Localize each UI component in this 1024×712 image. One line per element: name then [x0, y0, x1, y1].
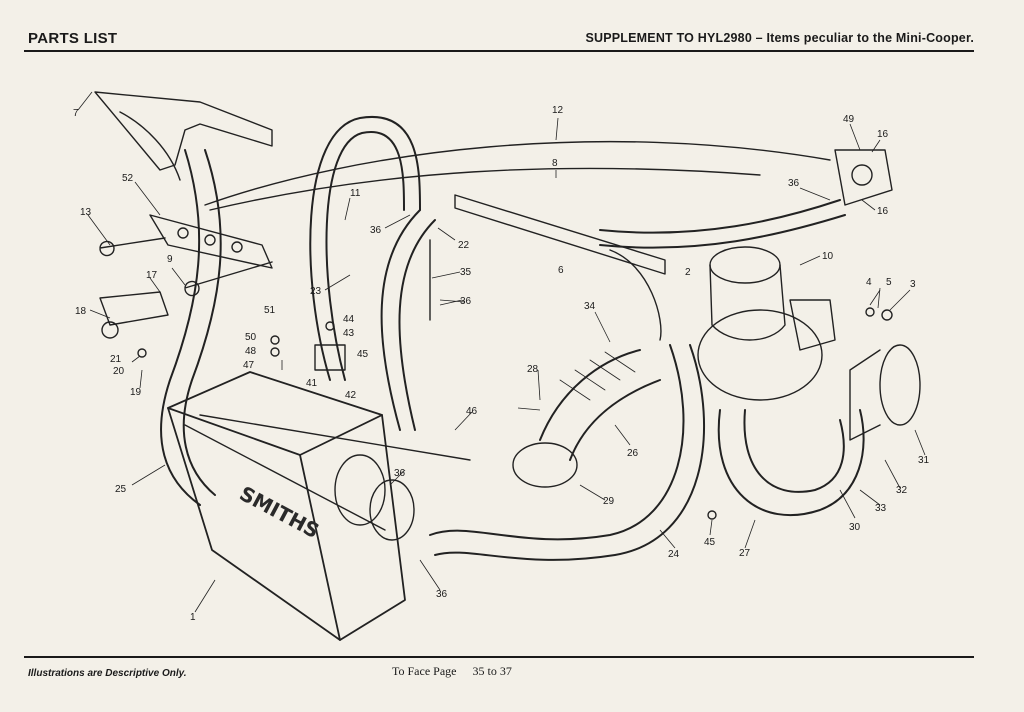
- illustration-disclaimer: Illustrations are Descriptive Only.: [28, 668, 187, 679]
- callout-24: 24: [668, 549, 680, 560]
- callout-42: 43: [343, 328, 355, 339]
- callout-19: 19: [130, 387, 142, 398]
- pipe-36: [599, 199, 841, 234]
- callout-35: 35: [460, 267, 472, 278]
- callout-43: 44: [343, 314, 355, 325]
- callout-36-right: 36: [788, 178, 800, 189]
- callout-25: 25: [115, 484, 127, 495]
- callout-27: 27: [739, 548, 751, 559]
- hose-24: [429, 344, 685, 541]
- hose-25: [160, 149, 201, 506]
- callout-31: 31: [918, 455, 930, 466]
- callout-12: 12: [552, 105, 564, 116]
- control-knob-9: [184, 261, 273, 297]
- callout-47: 49: [843, 114, 855, 125]
- callout-4: 4: [866, 277, 872, 288]
- header-rule: [24, 50, 974, 52]
- supplement-title: SUPPLEMENT TO HYL2980 – Items peculiar t…: [585, 31, 974, 45]
- water-valve-47: [834, 149, 893, 206]
- callout-23: 23: [310, 286, 322, 297]
- callout-26: 26: [627, 448, 639, 459]
- callout-16: 16: [877, 206, 889, 217]
- callout-46: 46: [466, 406, 478, 417]
- callout-11: 11: [350, 188, 361, 199]
- face-page-reference: To Face Page 35 to 37: [392, 664, 512, 679]
- air-outlet-31: [879, 344, 921, 426]
- callout-49: 51: [264, 305, 276, 316]
- valve-assembly-17: [99, 291, 169, 326]
- callout-18: 18: [75, 306, 87, 317]
- callout-50: 50: [245, 332, 257, 343]
- callout-21: 21: [110, 354, 122, 365]
- callout-44: 45: [357, 349, 369, 360]
- footer-rule: [24, 656, 974, 658]
- callout-45: 45: [704, 537, 716, 548]
- callout-5: 5: [886, 277, 892, 288]
- control-lever-6: [454, 194, 666, 275]
- callout-13: 13: [80, 207, 92, 218]
- callout-36-lower: 36: [436, 589, 448, 600]
- callout-9: 9: [167, 254, 173, 265]
- callout-48: 47: [243, 360, 255, 371]
- pipe-loop-23: [309, 115, 421, 381]
- callout-40: 41: [306, 378, 318, 389]
- face-page-label: To Face Page: [392, 664, 457, 678]
- mounting-plate-52: [149, 214, 273, 269]
- callout-29: 29: [603, 496, 615, 507]
- callout-16-top: 16: [877, 129, 889, 140]
- callout-28: 28: [527, 364, 539, 375]
- callout-17: 17: [146, 270, 158, 281]
- callout-33: 33: [875, 503, 887, 514]
- hose-collar-29: [512, 442, 578, 488]
- blower-bracket-10: [789, 299, 836, 351]
- control-lever-bracket: [94, 91, 273, 171]
- callout-36-upper: 36: [370, 225, 382, 236]
- callout-1: 1: [190, 612, 196, 623]
- control-knob-13: [99, 237, 166, 257]
- page-title: PARTS LIST: [28, 30, 118, 47]
- callout-8: 8: [552, 158, 558, 169]
- heater-outlet: [334, 454, 386, 526]
- callout-32: 32: [896, 485, 908, 496]
- callout-30: 30: [849, 522, 861, 533]
- elbow-hose-27: [717, 409, 865, 516]
- callout-20: 20: [113, 366, 125, 377]
- callout-10: 10: [822, 251, 834, 262]
- callout-41: 42: [345, 390, 357, 401]
- heater-unit-1: [167, 371, 383, 456]
- blower-motor-2: [709, 246, 781, 284]
- face-page-range: 35 to 37: [472, 664, 512, 678]
- callout-7: 7: [73, 108, 79, 119]
- callout-3: 3: [910, 279, 916, 290]
- flexible-hose-34: [539, 349, 641, 441]
- control-cable-12: [204, 140, 831, 206]
- callout-2: 2: [685, 267, 691, 278]
- callout-6: 6: [558, 265, 564, 276]
- callout-36-heater: 36: [394, 468, 406, 479]
- callout-51: 48: [245, 346, 257, 357]
- callout-36-rod: 36: [460, 296, 472, 307]
- callout-22: 22: [458, 240, 470, 251]
- heater-strap-46: [184, 414, 471, 531]
- callout-34: 34: [584, 301, 596, 312]
- callout-52: 52: [122, 173, 134, 184]
- pipe-22: [380, 209, 421, 431]
- control-cable-8: [209, 167, 761, 211]
- clip-44: [314, 344, 346, 371]
